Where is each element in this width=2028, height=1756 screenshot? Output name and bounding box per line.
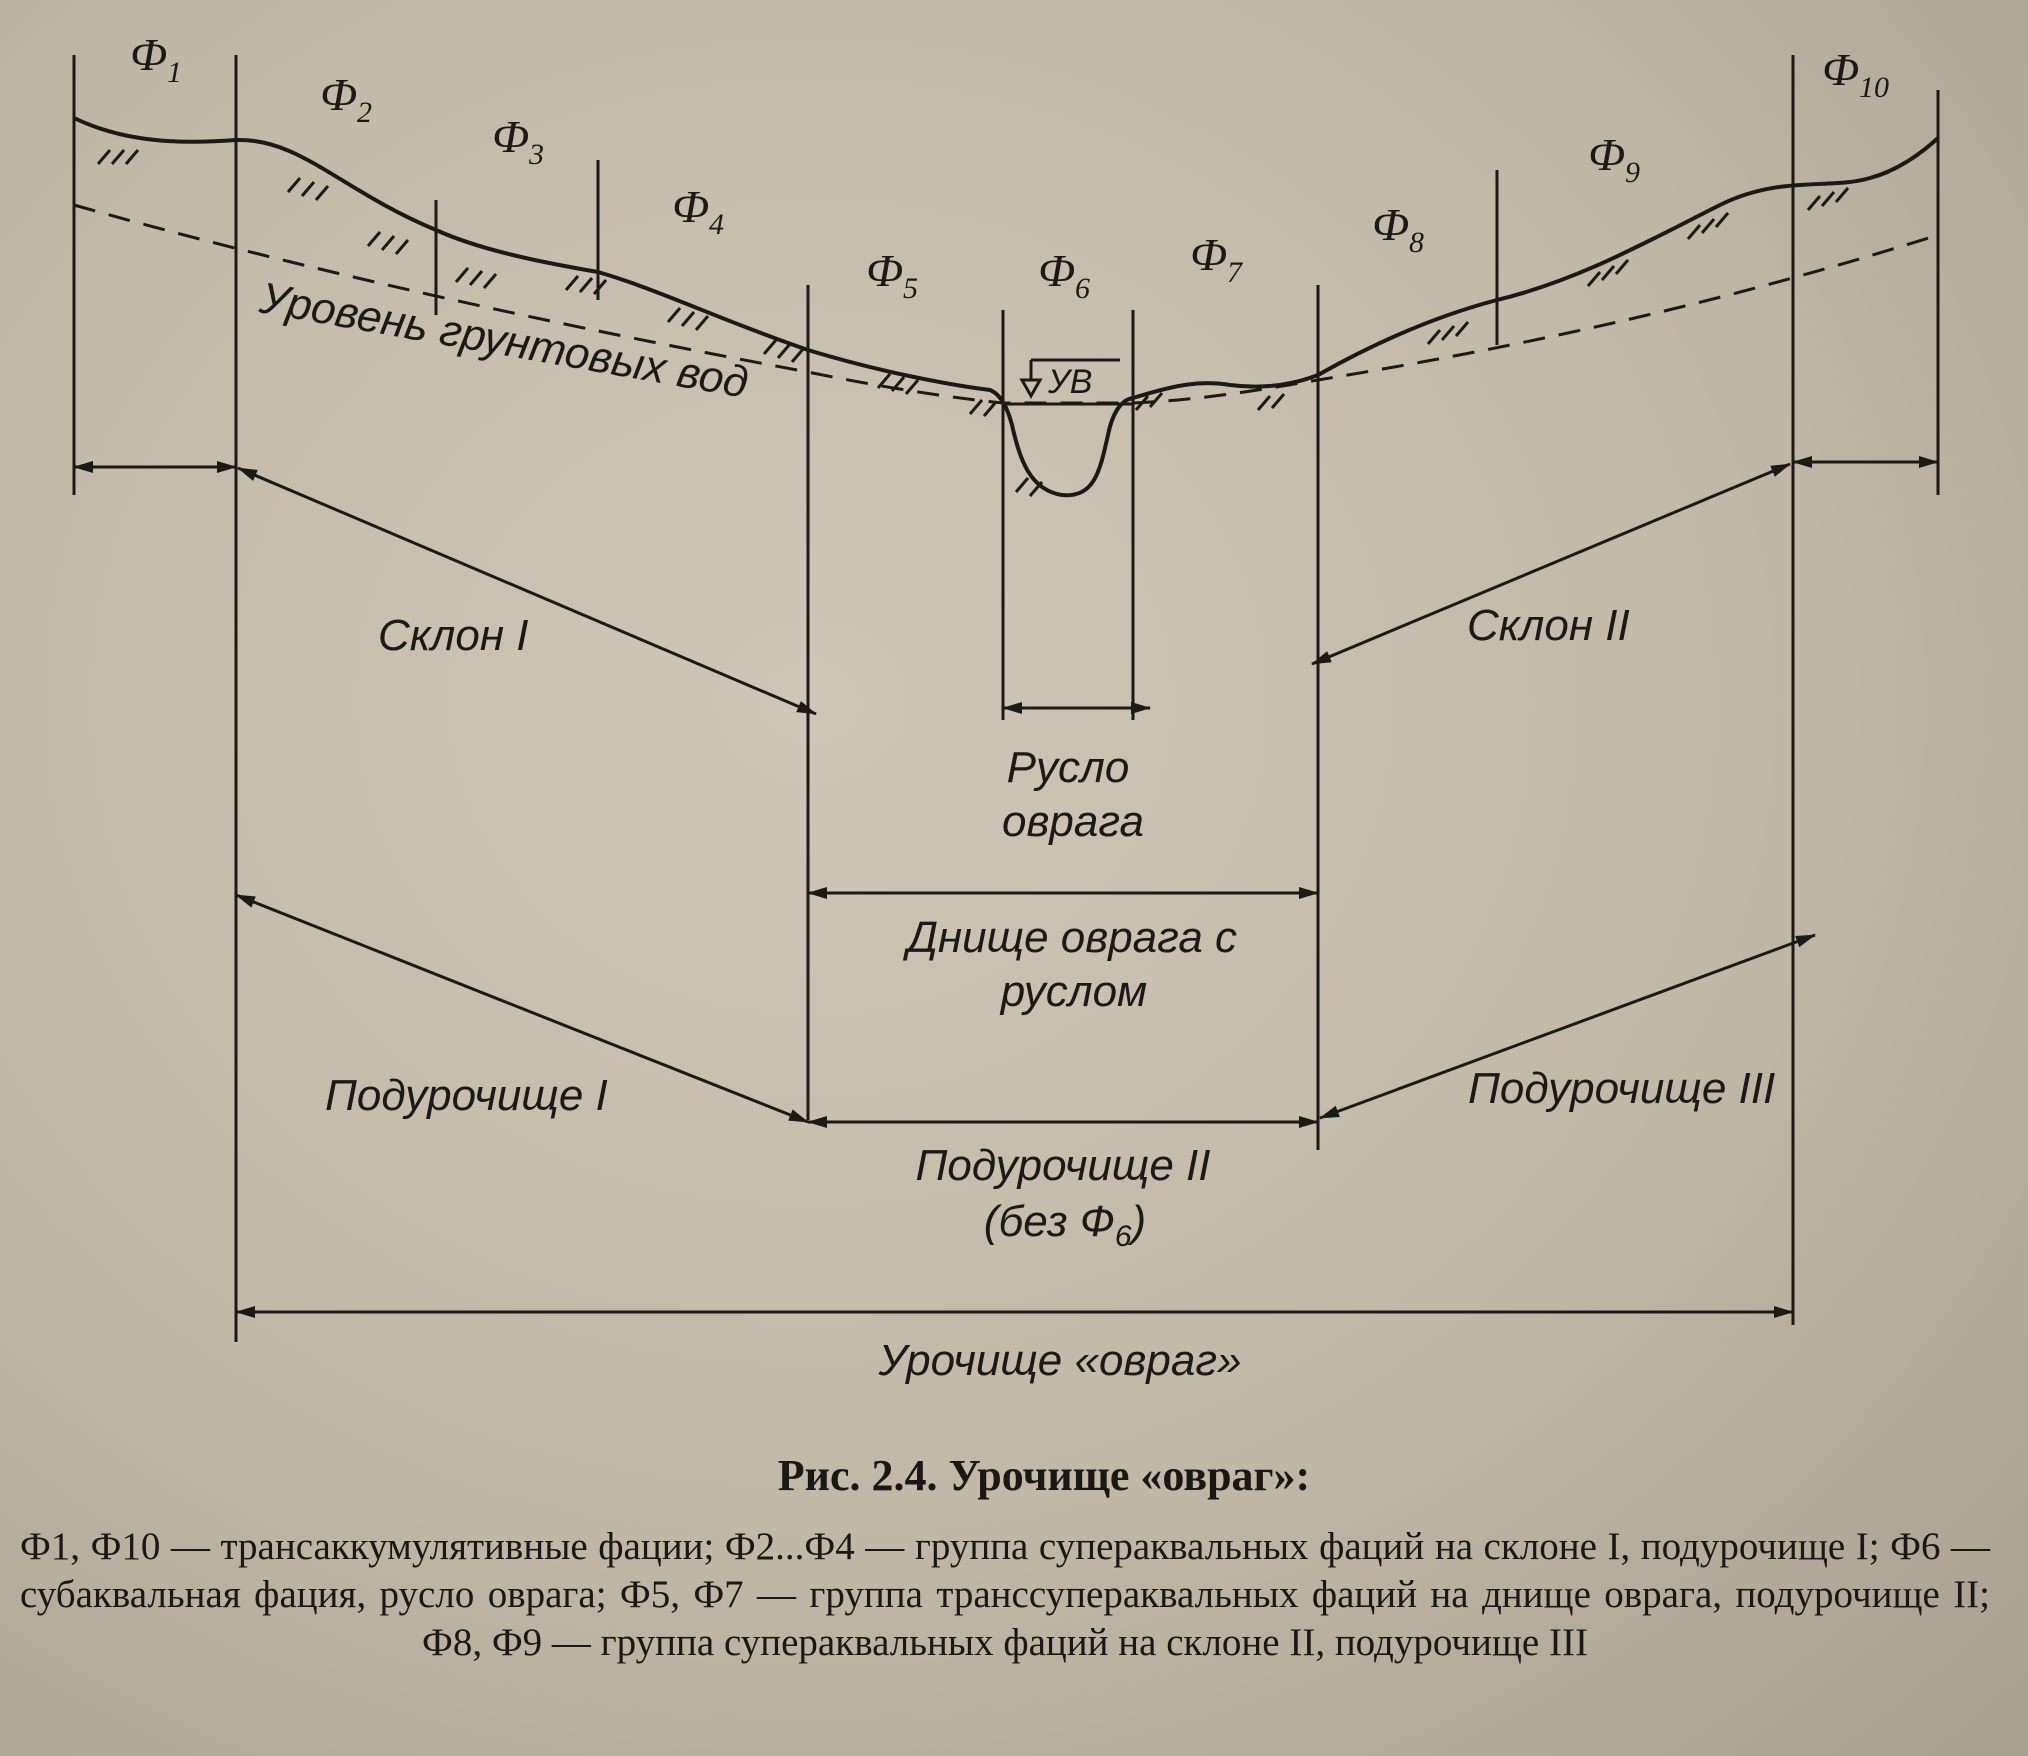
ground-surface	[73, 116, 1940, 498]
facies-label-f8: Ф8	[1372, 199, 1424, 259]
groundwater-line	[73, 203, 1939, 405]
caption-title: Рис. 2.4. Урочище «овраг»:	[777, 1451, 1311, 1500]
channel-label-line2: оврага	[1002, 797, 1144, 846]
slope1-label: Склон I	[378, 611, 529, 660]
water-level-triangle-icon	[1019, 378, 1043, 400]
facies-label-f10: Ф10	[1822, 44, 1889, 104]
figure-caption: Рис. 2.4. Урочище «овраг»: Ф1, Ф10 — тра…	[0, 1450, 2028, 1667]
channel-label-line1: Русло	[1007, 743, 1130, 792]
caption-text: Ф1, Ф10 — трансаккумулятивные фации; Ф2.…	[20, 1525, 1990, 1664]
arrow-slope1	[237, 466, 817, 716]
extent-arrows	[73, 456, 1939, 1318]
arrow-sub1	[235, 893, 809, 1124]
sub3-label: Подурочище III	[1468, 1064, 1775, 1113]
arrow-slope2	[1311, 462, 1791, 666]
sub1-label: Подурочище I	[325, 1071, 608, 1120]
sub2-label-line1: Подурочище II	[916, 1141, 1211, 1190]
facies-label-f3: Ф3	[492, 111, 544, 171]
ravine-diagram: УВ Ф1 Ф2 Ф3 Ф4 Ф5 Ф6 Ф7 Ф8 Ф9 Ф10 Уровен…	[72, 29, 1940, 1385]
groundwater-label: Уровень грунтовых вод	[255, 273, 752, 407]
tract-label: Урочище «овраг»	[878, 1336, 1242, 1385]
water-level-label: УВ	[1047, 363, 1092, 401]
bottom-label-line2: руслом	[999, 967, 1147, 1016]
facies-label-f5: Ф5	[866, 245, 918, 305]
bottom-label-line1: Днище оврага с	[902, 913, 1237, 962]
sub2-label-line2: (без Ф6)	[984, 1197, 1146, 1253]
facies-labels: Ф1 Ф2 Ф3 Ф4 Ф5 Ф6 Ф7 Ф8 Ф9 Ф10	[130, 29, 1889, 305]
arrow-sub3	[1319, 933, 1816, 1120]
facies-label-f6: Ф6	[1038, 245, 1090, 305]
facies-label-f2: Ф2	[320, 69, 372, 129]
facies-label-f1: Ф1	[130, 29, 182, 89]
facies-label-f7: Ф7	[1190, 229, 1244, 289]
facies-label-f9: Ф9	[1588, 129, 1640, 189]
slope2-label: Склон II	[1467, 601, 1630, 650]
facies-label-f4: Ф4	[672, 181, 724, 241]
